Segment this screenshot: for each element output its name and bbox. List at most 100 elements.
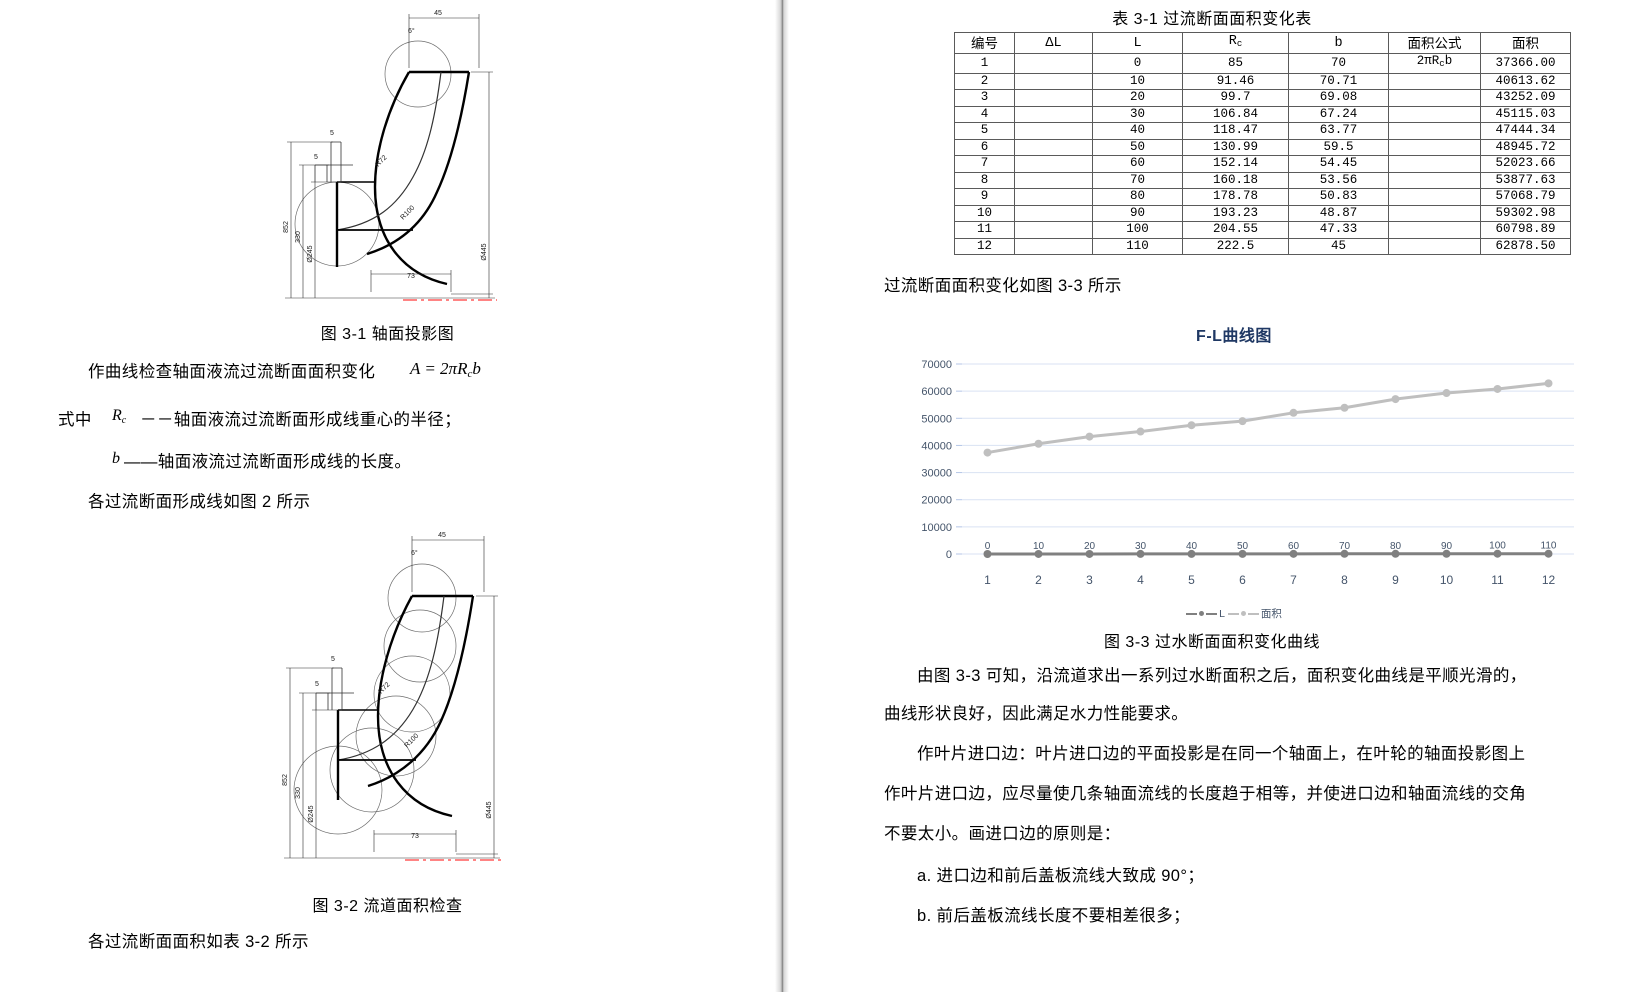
svg-text:R100: R100: [403, 733, 420, 750]
th-delta-l: ΔL: [1014, 32, 1093, 54]
table-body: 1 0 85 70 2πRcb 37366.00 2 10 91.46 70.7…: [954, 53, 1571, 255]
cell-formula: [1388, 204, 1481, 222]
figure-3-2-flow-area-check-drawing: 45 6° 73 R72 R100 5 5 852 330 Ø245 Ø445: [272, 518, 524, 876]
cell-dl: [1014, 89, 1093, 107]
cell-area: 60798.89: [1480, 221, 1571, 239]
paragraph-b5: 不要太小。画进口边的原则是：: [884, 825, 1121, 843]
cell-rc: 85: [1182, 53, 1289, 74]
chart-legend: L 面积: [884, 606, 1584, 621]
cell-formula: 2πRcb: [1388, 53, 1481, 74]
figure-3-1-caption: 图 3-1 轴面投影图: [320, 326, 455, 343]
definition-b-text: ——轴面液流过流断面形成线的长度。: [124, 453, 412, 471]
cell-dl: [1014, 221, 1093, 239]
cell-rc: 204.55: [1182, 221, 1289, 239]
svg-text:Ø445: Ø445: [481, 243, 488, 260]
x-tick-label: 5: [1188, 573, 1195, 587]
paragraph-b3: 作叶片进口边：叶片进口边的平面投影是在同一个轴面上，在叶轮的轴面投影图上: [917, 745, 1526, 763]
x-tick-label: 1: [984, 573, 991, 587]
chart-data-point: [1493, 549, 1502, 558]
cell-area: 62878.50: [1480, 237, 1571, 255]
cell-l: 60: [1092, 155, 1183, 173]
legend-item-area[interactable]: 面积: [1227, 606, 1282, 621]
variable-b: b: [112, 450, 120, 467]
cell-dl: [1014, 188, 1093, 206]
cell-l: 100: [1092, 221, 1183, 239]
cell-dl: [1014, 53, 1093, 74]
paragraph-areas-table32: 各过流断面面积如表 3-2 所示: [88, 933, 309, 951]
y-tick-label: 30000: [921, 468, 952, 480]
cell-no: 7: [954, 155, 1015, 173]
legend-marker-area: [1240, 611, 1246, 616]
left-column: 45 6° 73 R72 R100 5 5 852 330 Ø245 Ø445 …: [0, 0, 775, 992]
x-tick-label: 11: [1491, 573, 1504, 587]
right-column: 表 3-1 过流断面面积变化表 编号 ΔL L Rc b 面积公式 面积 1 0…: [789, 0, 1635, 992]
paragraph-area-change-fig33: 过流断面面积变化如图 3-3 所示: [884, 277, 1122, 295]
svg-text:45: 45: [438, 532, 446, 539]
x-tick-label: 9: [1392, 573, 1399, 587]
figure-3-1-axial-projection-drawing: 45 6° 73 R72 R100 5 5 852 330 Ø245 Ø445: [275, 2, 510, 312]
cell-area: 43252.09: [1480, 89, 1571, 107]
chart-data-point: [1187, 421, 1196, 430]
cell-rc: 178.78: [1182, 188, 1289, 206]
paragraph-b7-item-b: b. 前后盖板流线长度不要相差很多；: [917, 907, 1191, 925]
chart-data-label: 0: [985, 541, 991, 552]
chart-data-point: [1034, 439, 1043, 448]
chart-title: F-L曲线图: [1196, 328, 1272, 345]
svg-text:330: 330: [295, 787, 302, 799]
cell-l: 50: [1092, 138, 1183, 156]
legend-line-area: [1227, 612, 1239, 615]
th-area-formula: 面积公式: [1388, 32, 1481, 54]
x-tick-label: 6: [1239, 573, 1246, 587]
paragraph-sections-fig2: 各过流断面形成线如图 2 所示: [88, 493, 311, 511]
cell-l: 70: [1092, 171, 1183, 189]
y-tick-label: 10000: [921, 522, 952, 534]
table-row: 12 110 222.5 45 62878.50: [954, 237, 1571, 255]
variable-rc: Rc: [112, 407, 127, 426]
cell-no: 6: [954, 138, 1015, 156]
cell-l: 10: [1092, 72, 1183, 90]
chart-data-label: 100: [1489, 541, 1506, 552]
chart-series-line: [987, 381, 1549, 455]
y-tick-label: 60000: [921, 386, 952, 398]
svg-text:R100: R100: [399, 205, 416, 222]
legend-line-area-2: [1247, 612, 1259, 615]
th-b: b: [1288, 32, 1389, 54]
chart-data-point: [1085, 432, 1094, 441]
cell-rc: 99.7: [1182, 89, 1289, 107]
cell-no: 1: [954, 53, 1015, 74]
cell-dl: [1014, 122, 1093, 140]
legend-marker-l: [1199, 611, 1205, 616]
cell-dl: [1014, 204, 1093, 222]
svg-text:Ø245: Ø245: [308, 805, 315, 822]
legend-line-l: [1186, 612, 1198, 615]
where-label: 式中: [58, 411, 92, 429]
cell-b: 48.87: [1288, 204, 1389, 222]
legend-item-l[interactable]: L: [1186, 608, 1225, 620]
chart-data-point: [1238, 549, 1247, 558]
th-no: 编号: [954, 32, 1015, 54]
chart-data-point: [1544, 549, 1553, 558]
chart-data-point: [1442, 389, 1451, 398]
x-tick-label: 3: [1086, 573, 1093, 587]
chart-data-point: [1034, 549, 1043, 558]
chart-data-label: 30: [1135, 541, 1147, 552]
cell-b: 69.08: [1288, 89, 1389, 107]
svg-text:6°: 6°: [411, 549, 418, 557]
chart-data-label: 110: [1541, 541, 1557, 552]
svg-text:73: 73: [407, 273, 415, 280]
svg-text:R72: R72: [377, 681, 391, 695]
y-tick-label: 70000: [921, 359, 952, 371]
paragraph-b6-item-a: a. 进口边和前后盖板流线大致成 90°；: [917, 867, 1205, 885]
cell-l: 30: [1092, 105, 1183, 123]
cell-area: 53877.63: [1480, 171, 1571, 189]
table-row: 7 60 152.14 54.45 52023.66: [954, 155, 1571, 173]
svg-text:73: 73: [411, 833, 419, 840]
y-tick-label: 50000: [921, 413, 952, 425]
table-row: 10 90 193.23 48.87 59302.98: [954, 204, 1571, 222]
table-row: 8 70 160.18 53.56 53877.63: [954, 171, 1571, 189]
cell-b: 50.83: [1288, 188, 1389, 206]
area-formula: A = 2πRcb: [410, 359, 481, 380]
cell-dl: [1014, 72, 1093, 90]
